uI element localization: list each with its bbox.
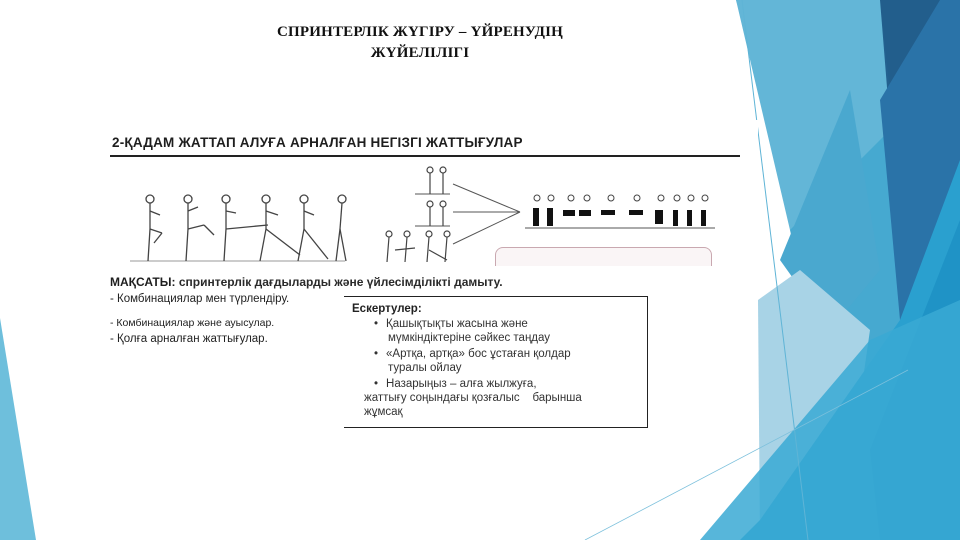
notes-title: Ескертулер: bbox=[352, 303, 422, 315]
exercise-figure-image: 2-ҚАДАМ ЖАТТАП АЛУҒА АРНАЛҒАН НЕГІЗГІ ЖА… bbox=[100, 120, 758, 438]
bullet-icon: • bbox=[374, 348, 379, 360]
exercise-item: - Комбинациялар мен түрлендіру. bbox=[110, 293, 290, 305]
goal-label: МАҚСАТЫ: bbox=[110, 275, 176, 289]
bullet-icon: • bbox=[374, 378, 379, 390]
slide-title: СПРИНТЕРЛІК ЖҮГІРУ – ҮЙРЕНУДІҢ ЖҮЙЕЛІЛІГ… bbox=[230, 22, 610, 64]
notes-box: Ескертулер: •Қашықтықты жасына және мүмк… bbox=[344, 296, 648, 428]
exercise-item: - Комбинациялар және ауысулар. bbox=[110, 317, 275, 329]
note-item: •Қашықтықты жасына және bbox=[374, 318, 528, 330]
note-item-continued: жаттығу соңындағы қозғалыс барынша bbox=[364, 392, 582, 404]
bullet-icon: • bbox=[374, 318, 379, 330]
heading-rule bbox=[110, 155, 740, 157]
exercise-item: - Қолға арналған жаттығулар. bbox=[110, 333, 268, 345]
note-item: •«Артқа, артқа» бос ұстаған қолдар bbox=[374, 348, 571, 360]
note-item-continued: мүмкіндіктеріне сәйкес таңдау bbox=[388, 332, 551, 344]
note-item-continued: жұмсақ bbox=[364, 406, 403, 418]
caption-box-partial bbox=[495, 247, 712, 266]
goal-text: спринтерлік дағдыларды және үйлесімділік… bbox=[178, 275, 503, 289]
leg-swing-sequence-illustration bbox=[130, 194, 347, 262]
goal-statement: МАҚСАТЫ: спринтерлік дағдыларды және үйл… bbox=[110, 275, 503, 289]
slide-title-line1: СПРИНТЕРЛІК ЖҮГІРУ – ҮЙРЕНУДІҢ bbox=[276, 24, 564, 40]
note-item: •Назарыңыз – алға жылжуға, bbox=[374, 378, 537, 390]
slide-title-line2: ЖҮЙЕЛІЛІГІ bbox=[370, 45, 470, 61]
sprint-drill-illustration bbox=[385, 166, 715, 263]
figure-heading: 2-ҚАДАМ ЖАТТАП АЛУҒА АРНАЛҒАН НЕГІЗГІ ЖА… bbox=[112, 135, 523, 150]
note-item-continued: туралы ойлау bbox=[388, 362, 462, 374]
